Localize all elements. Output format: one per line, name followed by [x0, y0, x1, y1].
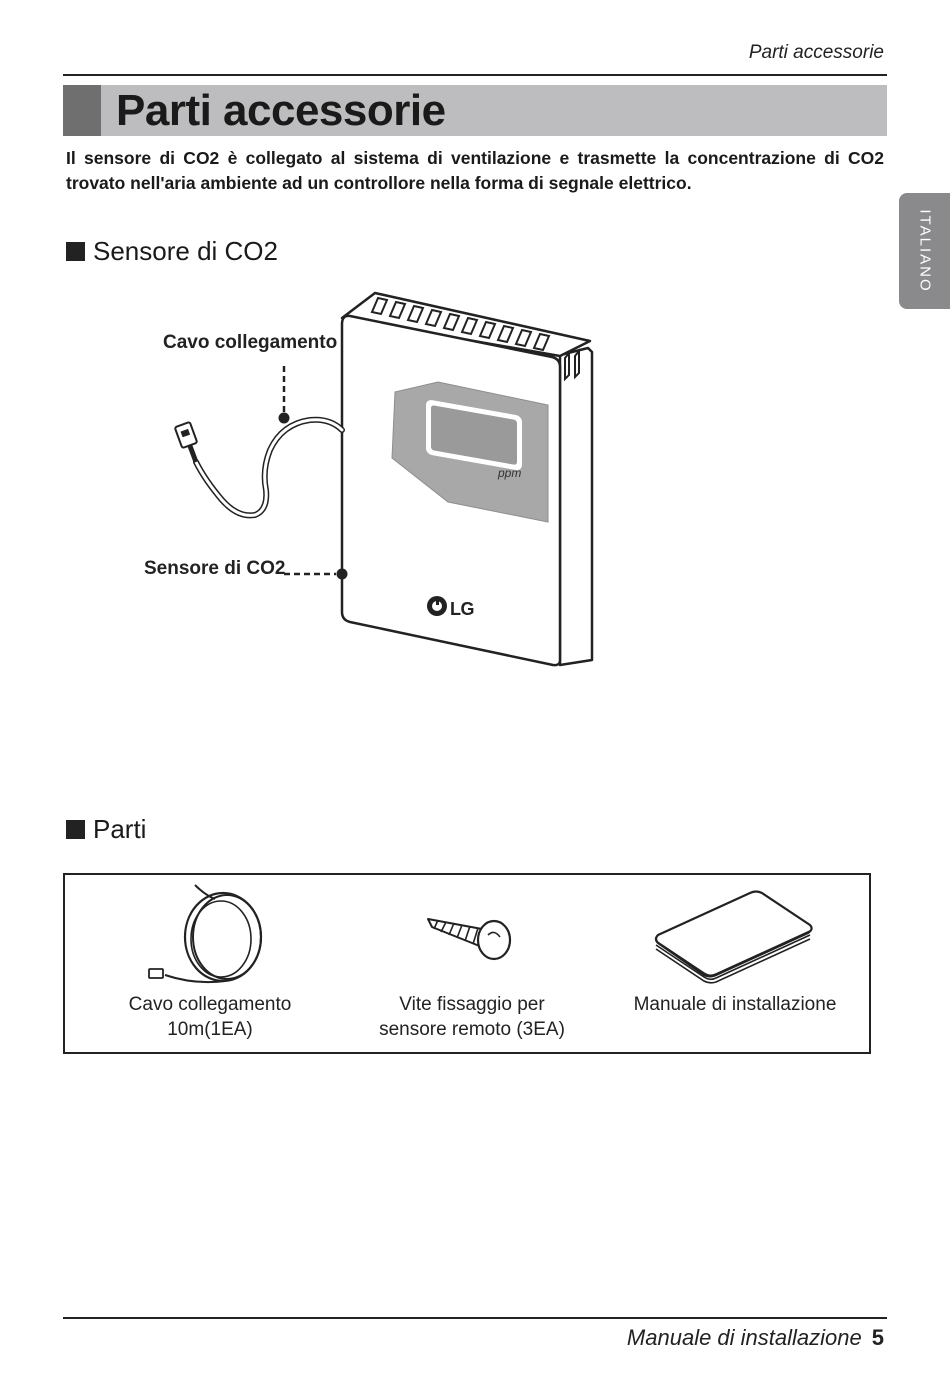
section-heading-parts: Parti — [66, 814, 146, 845]
parts-table: Cavo collegamento 10m(1EA) Vite fissaggi… — [63, 873, 871, 1054]
part-label-screw: Vite fissaggio per sensore remoto (3EA) — [357, 992, 587, 1042]
manual-book-icon — [654, 890, 813, 984]
part-label-line1: Cavo collegamento — [128, 994, 292, 1015]
page-number: 5 — [871, 1325, 884, 1350]
sensor-illustration — [0, 280, 950, 680]
section-heading-sensor-text: Sensore di CO2 — [93, 236, 278, 266]
top-divider — [63, 74, 887, 76]
title-bar: Parti accessorie — [63, 85, 887, 136]
part-label-line1: Manuale di installazione — [633, 994, 837, 1015]
part-label-line2: sensore remoto (3EA) — [379, 1019, 565, 1040]
footer: Manuale di installazione 5 — [627, 1325, 884, 1351]
bottom-divider — [63, 1317, 887, 1319]
screw-icon — [427, 918, 512, 961]
part-label-cable: Cavo collegamento 10m(1EA) — [95, 992, 325, 1042]
part-label-line1: Vite fissaggio per — [399, 994, 545, 1015]
part-item-manual: Manuale di installazione — [620, 875, 850, 1052]
section-heading-sensor: Sensore di CO2 — [66, 236, 278, 267]
section-heading-parts-text: Parti — [93, 814, 147, 844]
cable-coil-icon — [148, 884, 263, 984]
display-unit-label: ppm — [498, 466, 522, 480]
square-bullet-icon — [66, 242, 85, 261]
part-item-cable: Cavo collegamento 10m(1EA) — [95, 875, 325, 1052]
brand-logo: LG — [450, 599, 475, 619]
language-tab: ITALIANO — [899, 193, 950, 309]
co2-sensor-drawing — [174, 291, 594, 667]
part-item-screw: Vite fissaggio per sensore remoto (3EA) — [357, 875, 587, 1052]
title-accent — [63, 85, 101, 136]
callout-sensor: Sensore di CO2 — [144, 558, 286, 579]
footer-title: Manuale di installazione — [626, 1325, 862, 1350]
part-label-manual: Manuale di installazione — [620, 992, 850, 1017]
square-bullet-icon — [66, 820, 85, 839]
callout-cable: Cavo collegamento — [163, 332, 338, 353]
part-label-line2: 10m(1EA) — [167, 1019, 253, 1040]
page-title: Parti accessorie — [116, 86, 446, 135]
running-header: Parti accessorie — [748, 42, 884, 63]
intro-paragraph: Il sensore di CO2 è collegato al sistema… — [66, 148, 884, 193]
